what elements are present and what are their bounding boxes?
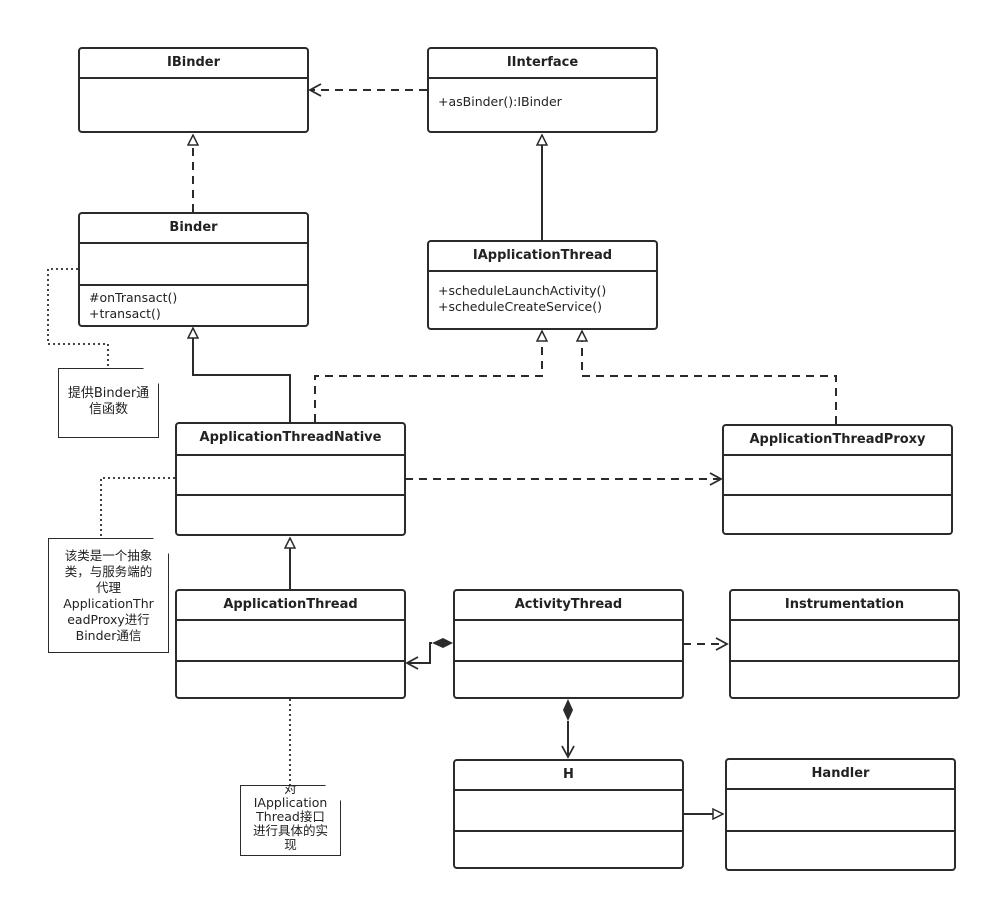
- method-asbinder: +asBinder():IBinder: [438, 94, 562, 109]
- note-binder[interactable]: 提供Binder通 信函数: [58, 368, 159, 438]
- class-binder-name: Binder: [80, 214, 307, 244]
- class-applicationthreadnative-fields: [177, 456, 404, 496]
- native-note-anchor: [100, 477, 175, 538]
- class-binder[interactable]: Binder #onTransact() +transact(): [78, 212, 309, 327]
- composition-diamond-h: [563, 699, 573, 721]
- class-instrumentation-fields: [731, 621, 958, 662]
- note-binder-line-1: 提供Binder通: [67, 386, 150, 401]
- class-activitythread[interactable]: ActivityThread: [453, 589, 684, 699]
- note-native-line-4: ApplicationThr: [63, 596, 154, 611]
- proxy-implements-iapplicationthread: [582, 331, 837, 424]
- note-native-line-1: 该类是一个抽象: [64, 548, 153, 563]
- class-ibinder-body: [80, 79, 307, 131]
- class-ibinder[interactable]: IBinder: [78, 47, 309, 133]
- class-applicationthread-methods: [177, 662, 404, 697]
- note-native-line-6: Binder通信: [75, 628, 142, 643]
- class-activitythread-fields: [455, 621, 682, 662]
- class-instrumentation-name: Instrumentation: [731, 591, 958, 621]
- class-applicationthread-name: ApplicationThread: [177, 591, 404, 621]
- note-applicationthread[interactable]: 对 IApplication Thread接口 进行具体的实 现: [240, 785, 341, 856]
- class-applicationthreadnative-methods: [177, 496, 404, 534]
- method-transact: +transact(): [89, 306, 161, 321]
- class-handler[interactable]: Handler: [725, 758, 956, 871]
- class-h[interactable]: H: [453, 759, 684, 869]
- class-h-fields: [455, 791, 682, 832]
- class-applicationthreadnative[interactable]: ApplicationThreadNative: [175, 422, 406, 536]
- native-implements-iapplicationthread: [314, 331, 542, 422]
- class-iapplicationthread-methods: +scheduleLaunchActivity() +scheduleCreat…: [429, 272, 656, 328]
- class-iinterface-name: IInterface: [429, 49, 656, 79]
- class-instrumentation-methods: [731, 662, 958, 697]
- class-h-name: H: [455, 761, 682, 791]
- class-h-methods: [455, 832, 682, 867]
- class-instrumentation[interactable]: Instrumentation: [729, 589, 960, 699]
- class-iapplicationthread-name: IApplicationThread: [429, 242, 656, 272]
- note-appthread-line-4: 进行具体的实: [252, 823, 328, 838]
- native-extends-binder: [193, 328, 291, 422]
- class-iinterface[interactable]: IInterface +asBinder():IBinder: [427, 47, 658, 133]
- note-native-line-5: eadProxy进行: [67, 612, 150, 627]
- class-activitythread-methods: [455, 662, 682, 697]
- class-applicationthreadproxy-fields: [724, 456, 951, 496]
- class-handler-name: Handler: [727, 760, 954, 790]
- note-appthread-line-1: 对: [284, 781, 297, 796]
- class-ibinder-name: IBinder: [80, 49, 307, 79]
- method-schedulelaunchactivity: +scheduleLaunchActivity(): [438, 283, 607, 298]
- note-applicationthreadnative[interactable]: 该类是一个抽象 类，与服务端的 代理 ApplicationThr eadPro…: [48, 538, 169, 653]
- class-applicationthread-fields: [177, 621, 404, 662]
- method-schedulecreateservice: +scheduleCreateService(): [438, 299, 602, 314]
- activitythread-has-appthread: [405, 642, 432, 670]
- note-appthread-line-5: 现: [284, 837, 297, 852]
- class-iinterface-methods: +asBinder():IBinder: [429, 79, 656, 131]
- class-handler-fields: [727, 790, 954, 832]
- class-applicationthreadnative-name: ApplicationThreadNative: [177, 424, 404, 456]
- class-applicationthreadproxy-methods: [724, 496, 951, 533]
- binder-note-anchor: [47, 268, 109, 368]
- class-iapplicationthread[interactable]: IApplicationThread +scheduleLaunchActivi…: [427, 240, 658, 330]
- note-appthread-line-2: IApplication: [253, 795, 328, 810]
- note-appthread-line-3: Thread接口: [256, 809, 325, 824]
- class-applicationthread[interactable]: ApplicationThread: [175, 589, 406, 699]
- class-activitythread-name: ActivityThread: [455, 591, 682, 621]
- note-binder-line-2: 信函数: [88, 402, 128, 417]
- note-native-line-3: 代理: [95, 580, 121, 595]
- class-handler-methods: [727, 832, 954, 869]
- class-binder-fields: [80, 244, 307, 286]
- composition-diamond-appthread: [432, 638, 453, 648]
- note-native-line-2: 类，与服务端的: [64, 564, 153, 579]
- class-applicationthreadproxy[interactable]: ApplicationThreadProxy: [722, 424, 953, 535]
- class-binder-methods: #onTransact() +transact(): [80, 286, 307, 325]
- method-ontransact: #onTransact(): [89, 290, 178, 305]
- class-applicationthreadproxy-name: ApplicationThreadProxy: [724, 426, 951, 456]
